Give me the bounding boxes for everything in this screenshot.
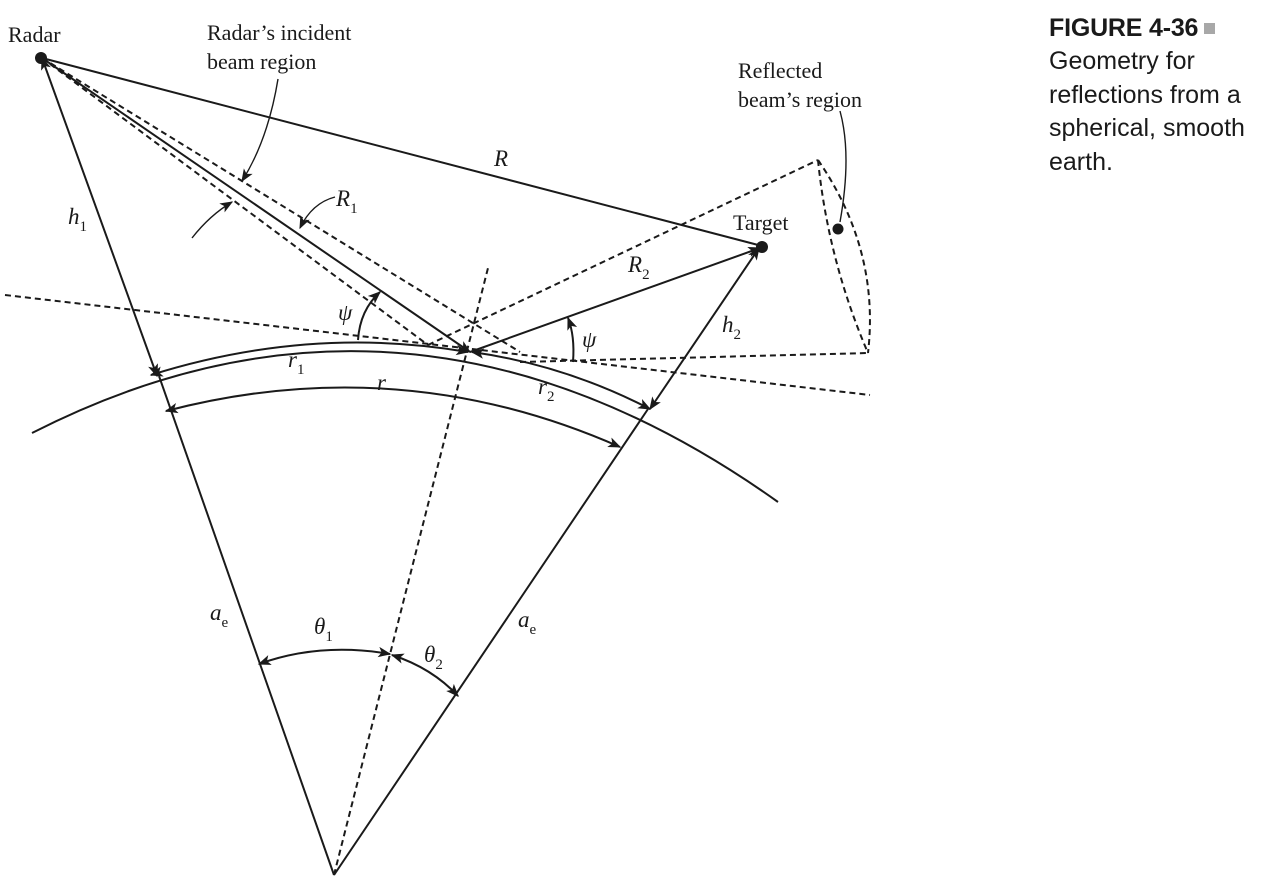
arc-r-arrow (164, 386, 622, 448)
direct-path-R (41, 57, 763, 247)
theta1-arc-arrow (257, 646, 392, 665)
psi-right-arc-arrow (567, 316, 578, 363)
reflected-beam-center-dot (832, 223, 844, 235)
target-point (756, 241, 768, 253)
earth-surface-arc (31, 350, 779, 503)
symbol-theta2: θ2 (424, 642, 443, 673)
incident-beam-edge-lower (41, 57, 429, 346)
caption-square-icon (1204, 23, 1216, 34)
tangent-plane-line (4, 294, 871, 396)
beam-width-arrow (191, 201, 234, 239)
incident-region-leader (241, 78, 279, 183)
R1-leader (299, 196, 336, 230)
symbol-psi-left: ψ (338, 300, 353, 325)
reflected-region-leader (839, 110, 847, 223)
figure-caption: FIGURE 4-36 Geometry for reflections fro… (1049, 12, 1277, 179)
psi-left-arc-arrow (357, 291, 381, 341)
reflected-beam-ellipse-front (817, 159, 869, 354)
arc-r1-arrow (149, 341, 470, 377)
symbol-R: R (493, 146, 508, 171)
reflected-beam-ellipse-back (817, 159, 871, 354)
figure-caption-text: Geometry for reflections from a spherica… (1049, 47, 1245, 176)
figure-caption-title: FIGURE 4-36 (1049, 12, 1277, 45)
height-h2-line (649, 246, 760, 411)
symbol-r1: r1 (288, 347, 304, 378)
figure-label: FIGURE 4-36 (1049, 14, 1199, 42)
symbol-theta1: θ1 (314, 614, 333, 645)
earth-radius-right (333, 408, 649, 876)
incident-beam-edge-upper (41, 57, 521, 353)
symbol-ae-right: ae (518, 607, 537, 638)
reflected-beam-edge-lower (519, 352, 869, 363)
earth-radius-reflection-point (333, 267, 489, 876)
symbol-r: r (377, 370, 387, 395)
incident-region-label-line1: Radar’s incident (207, 20, 351, 45)
symbol-R2: R2 (627, 252, 650, 283)
target-label: Target (733, 210, 788, 235)
earth-radius-left (158, 375, 335, 876)
theta2-arc-arrow (390, 653, 459, 697)
reflected-region-label-line1: Reflected (738, 58, 822, 83)
symbol-r2: r2 (538, 374, 554, 405)
symbol-psi-right: ψ (582, 327, 597, 352)
symbol-h1: h1 (68, 204, 87, 235)
symbol-R1: R1 (335, 186, 358, 217)
incident-ray-R1 (41, 57, 472, 353)
symbol-h2: h2 (722, 312, 741, 343)
radar-point (35, 52, 47, 64)
symbol-ae-left: ae (210, 600, 229, 631)
height-h1-line (41, 56, 158, 378)
reflected-region-label-line2: beam’s region (738, 87, 862, 112)
incident-region-label-line2: beam region (207, 49, 316, 74)
reflected-ray-R2 (469, 247, 762, 353)
radar-label: Radar (8, 22, 61, 47)
reflected-beam-edge-upper (427, 159, 819, 346)
arc-r2-arrow (470, 348, 652, 410)
